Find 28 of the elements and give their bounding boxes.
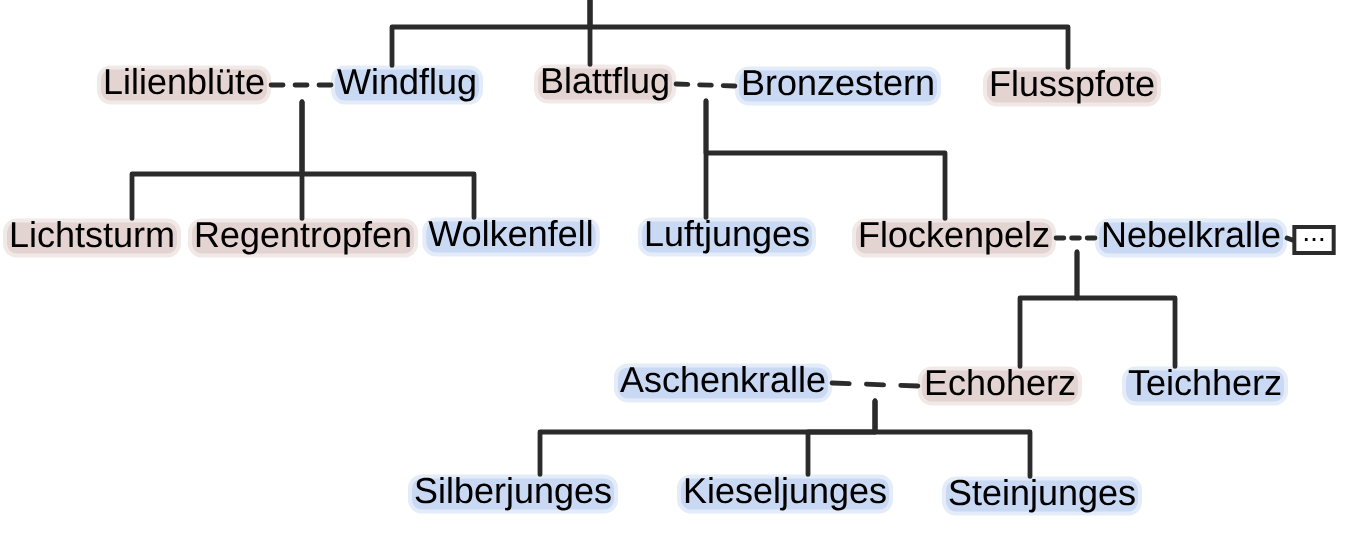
highlighted-name: Regentropfen (187, 218, 419, 258)
highlighted-name: Lilienblüte (96, 65, 272, 105)
highlighted-name: Kieseljunges (676, 474, 894, 514)
tree-line (299, 99, 477, 220)
highlighted-name: Silberjunges (407, 474, 619, 514)
dashed-line (1053, 235, 1098, 241)
highlighted-name: Flusspfote (982, 67, 1162, 107)
highlighted-name: Lichtsturm (3, 218, 182, 258)
highlighted-name: Teichherz (1121, 366, 1289, 406)
highlighted-name: Nebelkralle (1094, 218, 1288, 258)
highlighted-name: Luftjunges (637, 217, 817, 257)
dashed-line (673, 81, 738, 89)
highlighted-name: Blattflug (533, 64, 677, 104)
dashed-line (829, 380, 921, 389)
connector-line (1284, 235, 1295, 243)
tree-line (1074, 249, 1178, 369)
tree-line (703, 98, 948, 221)
highlighted-name: Echoherz (917, 366, 1083, 406)
highlighted-name: Bronzestern (734, 66, 942, 106)
tree-line (587, 0, 1071, 70)
ellipsis-box: ... (1292, 225, 1336, 255)
highlighted-name: Windflug (331, 65, 484, 105)
highlighted-name: Aschenkralle (613, 363, 833, 403)
highlighted-name: Steinjunges (941, 476, 1143, 516)
highlighted-name: Wolkenfell (422, 217, 600, 257)
tree-line (872, 398, 1033, 479)
highlighted-name: Flockenpelz (851, 218, 1057, 258)
dashed-line (268, 82, 334, 88)
